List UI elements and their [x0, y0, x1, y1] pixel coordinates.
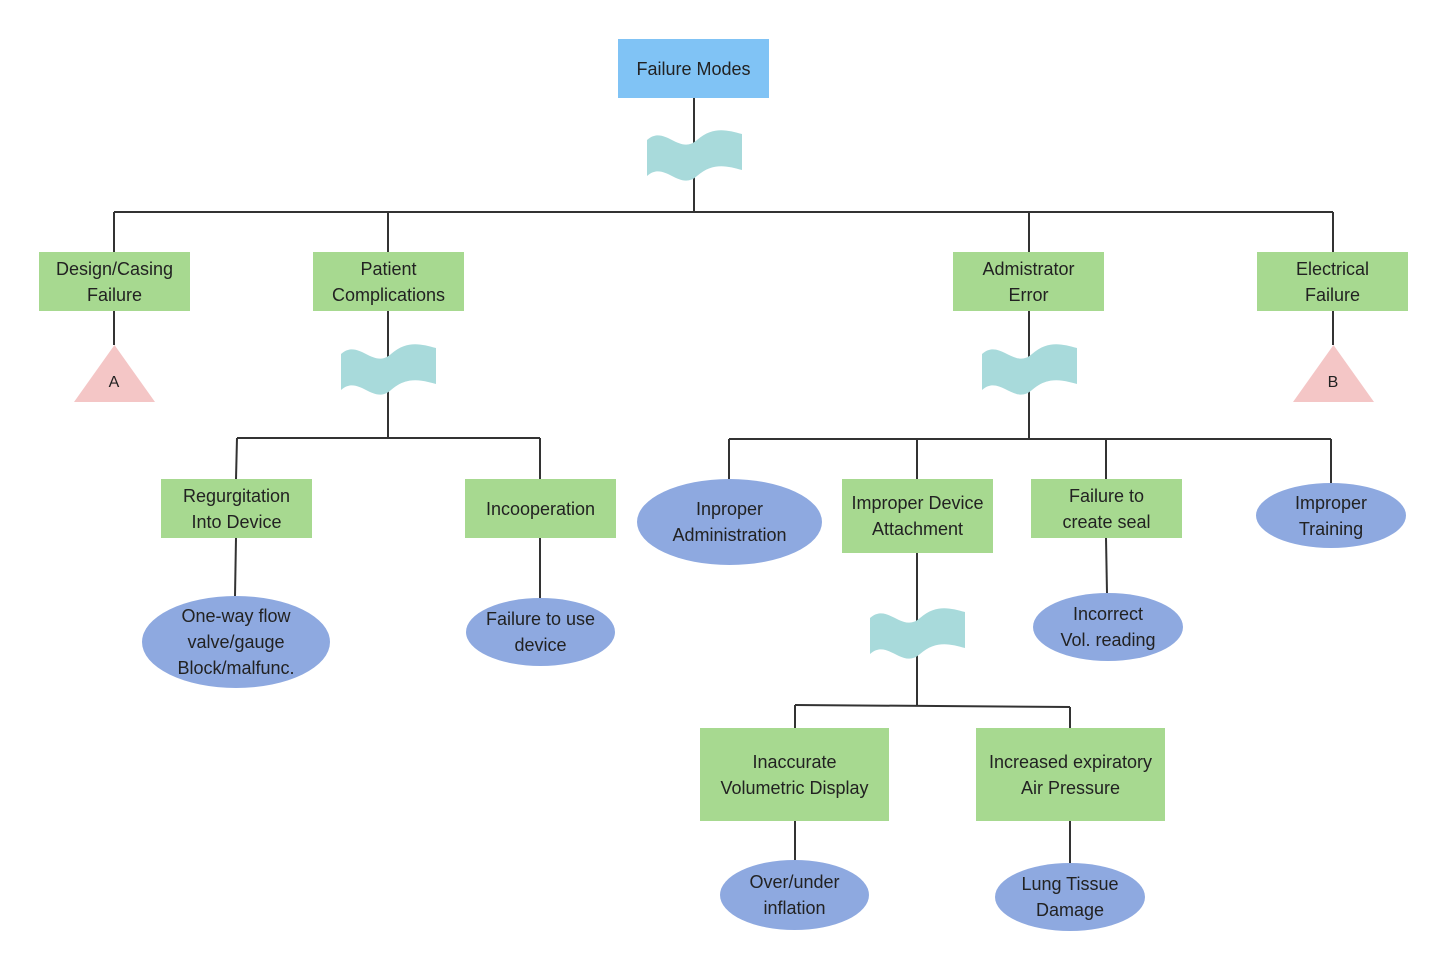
category-patient-complications: Patient Complications [313, 252, 464, 311]
event-over-under-inflation: Over/under inflation [720, 860, 869, 930]
event-valve-malfunction: One-way flow valve/gauge Block/malfunc. [142, 596, 330, 688]
event-improper-training: Improper Training [1256, 483, 1406, 548]
node-label: Improper Device Attachment [851, 493, 984, 539]
node-inaccurate-display: Inaccurate Volumetric Display [700, 728, 889, 821]
category-label: Patient Complications [331, 258, 446, 305]
event-label: Incorrect Vol. reading [1060, 604, 1156, 650]
wave-symbol [982, 344, 1077, 395]
node-improper-attachment: Improper Device Attachment [842, 479, 993, 553]
wave-symbol [870, 608, 965, 659]
root-node: Failure Modes [618, 39, 769, 98]
wave-symbol [647, 130, 742, 181]
node-label: Regurgitation Into Device [182, 485, 291, 532]
event-label: Failure to use device [485, 609, 596, 655]
root-label: Failure Modes [636, 58, 751, 79]
transfer-label-b: B [1327, 374, 1339, 391]
node-regurgitation: Regurgitation Into Device [161, 479, 312, 538]
event-lung-tissue-damage: Lung Tissue Damage [995, 863, 1145, 931]
node-label: Failure to create seal [1062, 485, 1151, 532]
category-label: Admistrator Error [982, 258, 1075, 305]
node-label: Increased expiratory Air Pressure [988, 751, 1153, 798]
event-label: Lung Tissue Damage [1021, 874, 1119, 920]
node-failure-to-create-seal: Failure to create seal [1031, 479, 1182, 538]
transfer-label-a: A [108, 374, 120, 391]
node-label: Inaccurate Volumetric Display [720, 751, 869, 798]
category-administrator-error: Admistrator Error [953, 252, 1104, 311]
wave-symbol [341, 344, 436, 395]
event-label: One-way flow valve/gauge Block/malfunc. [177, 606, 295, 678]
transfer-triangle-b [1293, 345, 1374, 402]
event-label: Over/under inflation [749, 872, 840, 918]
node-incooperation: Incooperation [465, 479, 616, 538]
category-electrical-failure: Electrical Failure [1257, 252, 1408, 311]
node-increased-pressure: Increased expiratory Air Pressure [976, 728, 1165, 821]
event-incorrect-vol-reading: Incorrect Vol. reading [1033, 593, 1183, 661]
node-label: Incooperation [485, 498, 596, 519]
event-label: Improper Training [1294, 492, 1368, 539]
transfer-triangle-a [74, 345, 155, 402]
category-label: Electrical Failure [1295, 258, 1370, 305]
category-label: Design/Casing Failure [55, 258, 174, 305]
event-failure-to-use: Failure to use device [466, 598, 615, 666]
event-inproper-administration: Inproper Administration [637, 479, 822, 565]
category-design-casing: Design/Casing Failure [39, 252, 190, 311]
event-label: Inproper Administration [672, 499, 787, 545]
